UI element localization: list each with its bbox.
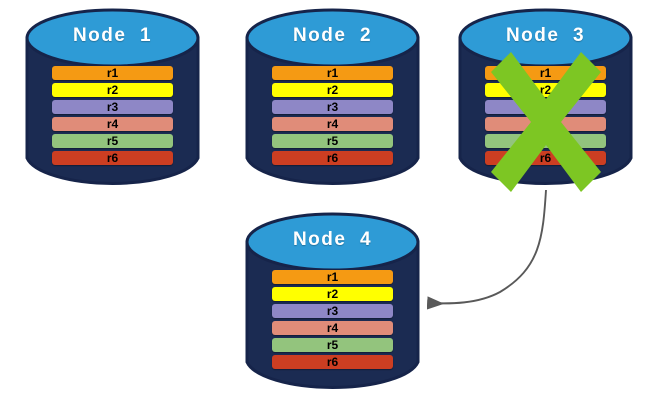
row-label: r4 bbox=[106, 117, 119, 131]
node-3-row-r2[interactable]: r2 bbox=[485, 83, 606, 97]
node-2-rows: r1 r2 r3 r4 r5 r6 bbox=[272, 66, 393, 165]
node-2-row-r4[interactable]: r4 bbox=[272, 117, 393, 131]
row-label: r5 bbox=[326, 338, 339, 352]
node-3-row-r3[interactable]: r3 bbox=[485, 100, 606, 114]
row-label: r6 bbox=[326, 355, 339, 369]
node-3-rows: r1 r2 r3 r4 r5 r6 bbox=[485, 66, 606, 165]
node-1-row-r2[interactable]: r2 bbox=[52, 83, 173, 97]
row-label: r1 bbox=[326, 270, 339, 284]
node-1-row-r4[interactable]: r4 bbox=[52, 117, 173, 131]
row-label: r2 bbox=[539, 83, 552, 97]
node-3-row-r6[interactable]: r6 bbox=[485, 151, 606, 165]
row-label: r4 bbox=[539, 117, 552, 131]
node-3-row-r4[interactable]: r4 bbox=[485, 117, 606, 131]
node-2-row-r2[interactable]: r2 bbox=[272, 83, 393, 97]
node-4-rows: r1 r2 r3 r4 r5 r6 bbox=[272, 270, 393, 369]
row-label: r2 bbox=[106, 83, 119, 97]
node-4-row-r2[interactable]: r2 bbox=[272, 287, 393, 301]
row-label: r5 bbox=[106, 134, 119, 148]
row-label: r4 bbox=[326, 117, 339, 131]
node-4-row-r3[interactable]: r3 bbox=[272, 304, 393, 318]
row-label: r5 bbox=[539, 134, 552, 148]
node-1[interactable]: Node 1 r1 r2 r3 r4 r5 r6 bbox=[25, 8, 200, 188]
node-2-row-r6[interactable]: r6 bbox=[272, 151, 393, 165]
row-label: r1 bbox=[326, 66, 339, 80]
row-label: r6 bbox=[106, 151, 119, 165]
node-1-rows: r1 r2 r3 r4 r5 r6 bbox=[52, 66, 173, 165]
node-2-row-r1[interactable]: r1 bbox=[272, 66, 393, 80]
row-label: r1 bbox=[539, 66, 552, 80]
row-label: r6 bbox=[539, 151, 552, 165]
row-label: r6 bbox=[326, 151, 339, 165]
node-4-row-r5[interactable]: r5 bbox=[272, 338, 393, 352]
row-label: r5 bbox=[326, 134, 339, 148]
node-1-row-r3[interactable]: r3 bbox=[52, 100, 173, 114]
row-label: r2 bbox=[326, 83, 339, 97]
node-1-row-r6[interactable]: r6 bbox=[52, 151, 173, 165]
node-1-row-r5[interactable]: r5 bbox=[52, 134, 173, 148]
row-label: r3 bbox=[326, 304, 339, 318]
row-label: r3 bbox=[106, 100, 119, 114]
node-2-row-r5[interactable]: r5 bbox=[272, 134, 393, 148]
row-label: r3 bbox=[539, 100, 552, 114]
node-4-row-r1[interactable]: r1 bbox=[272, 270, 393, 284]
node-4-row-r4[interactable]: r4 bbox=[272, 321, 393, 335]
node-1-row-r1[interactable]: r1 bbox=[52, 66, 173, 80]
node-4[interactable]: Node 4 r1 r2 r3 r4 r5 r6 bbox=[245, 212, 420, 392]
node-2-row-r3[interactable]: r3 bbox=[272, 100, 393, 114]
row-label: r2 bbox=[326, 287, 339, 301]
node-3-row-r5[interactable]: r5 bbox=[485, 134, 606, 148]
node-4-row-r6[interactable]: r6 bbox=[272, 355, 393, 369]
row-label: r4 bbox=[326, 321, 339, 335]
node-3-row-r1[interactable]: r1 bbox=[485, 66, 606, 80]
row-label: r3 bbox=[326, 100, 339, 114]
row-label: r1 bbox=[106, 66, 119, 80]
node-2[interactable]: Node 2 r1 r2 r3 r4 r5 r6 bbox=[245, 8, 420, 188]
node-3[interactable]: Node 3 r1 r2 r3 r4 r5 r6 bbox=[458, 8, 633, 192]
